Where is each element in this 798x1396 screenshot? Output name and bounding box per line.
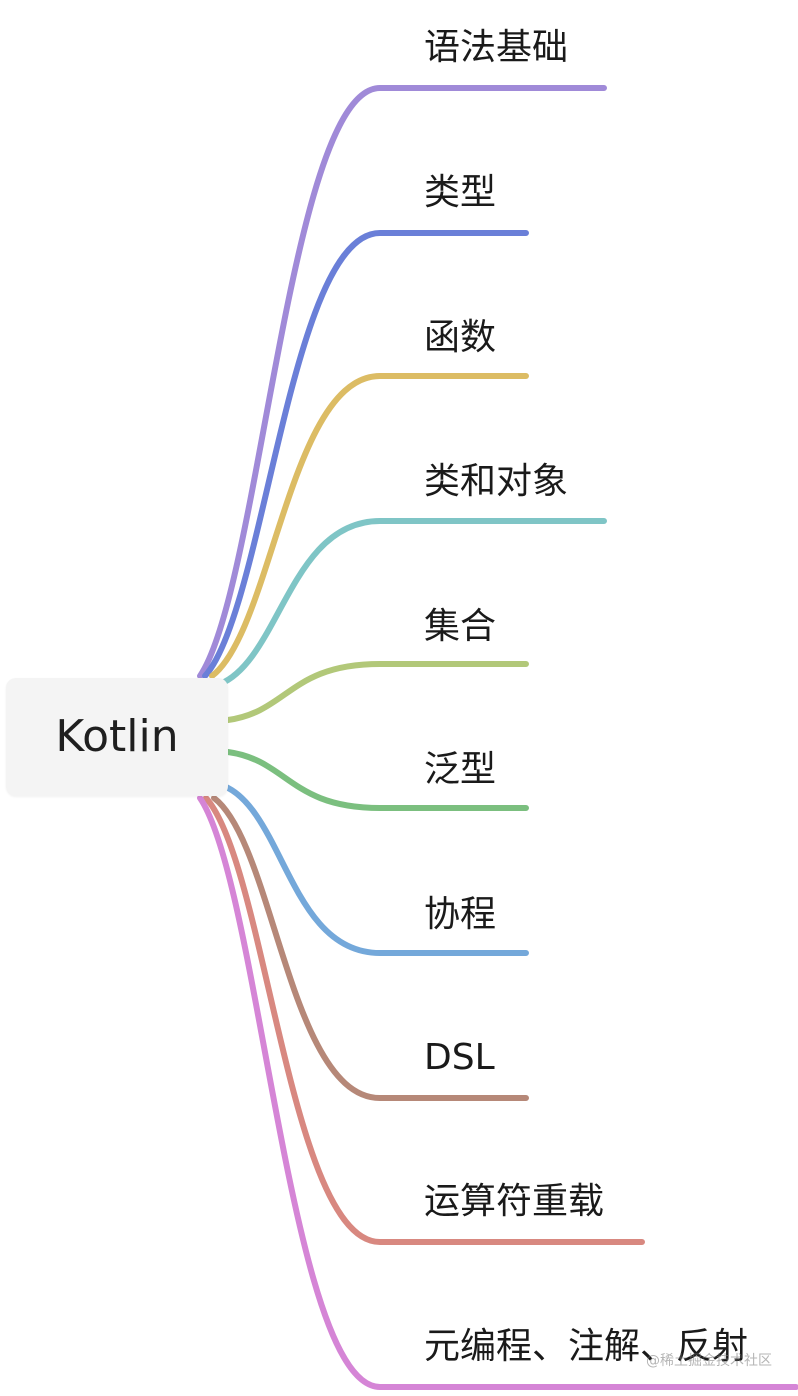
branch-label-8[interactable]: 运算符重载 — [424, 1181, 605, 1222]
branch-label-3[interactable]: 类和对象 — [424, 461, 569, 502]
branch-label-4[interactable]: 集合 — [424, 606, 497, 647]
branch-label-6[interactable]: 协程 — [424, 894, 497, 935]
branch-connector-0 — [197, 85, 607, 679]
branch-label-1[interactable]: 类型 — [424, 172, 497, 213]
branch-connector-1 — [202, 230, 529, 679]
branch-connector-8 — [203, 795, 645, 1245]
branch-connector-5 — [225, 749, 529, 811]
branch-label-5[interactable]: 泛型 — [424, 749, 497, 790]
branch-connector-2 — [209, 373, 529, 679]
branch-label-0[interactable]: 语法基础 — [424, 27, 569, 68]
branch-connector-9 — [197, 795, 798, 1390]
branch-label-2[interactable]: 函数 — [424, 317, 497, 358]
branch-connector-3 — [217, 518, 607, 687]
branch-label-9[interactable]: 元编程、注解、反射 — [424, 1326, 749, 1367]
root-node[interactable]: Kotlin — [6, 678, 228, 796]
branch-connector-7 — [211, 795, 529, 1101]
branch-connector-6 — [221, 783, 529, 956]
branch-label-7[interactable]: DSL — [424, 1037, 495, 1078]
root-node-label: Kotlin — [55, 711, 179, 762]
branch-connector-4 — [225, 661, 529, 723]
watermark: @稀土掘金技术社区 — [646, 1353, 772, 1369]
